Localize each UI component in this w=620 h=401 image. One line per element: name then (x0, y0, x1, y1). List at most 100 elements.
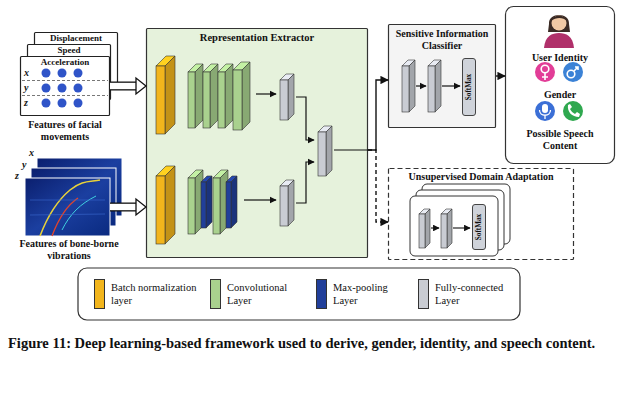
layer-prism (188, 64, 203, 128)
arrow-shaft (110, 82, 136, 91)
axis-label: z (15, 170, 19, 182)
user-icon (551, 16, 567, 21)
user-icon (544, 15, 574, 48)
legend-swatch (210, 279, 221, 309)
legend-entry: Batch normalization layer (94, 279, 203, 311)
spectrogram (62, 196, 96, 230)
layer-prism (428, 60, 441, 112)
feature-dots (74, 99, 83, 108)
layer-prism (441, 214, 447, 248)
layer-wires (416, 85, 426, 86)
speech-icons (535, 101, 555, 121)
layer-prism (226, 176, 237, 228)
domain-cards (453, 227, 470, 228)
layer-prism (409, 60, 415, 112)
gender-icons (535, 62, 555, 82)
spectrogram (40, 180, 100, 236)
feature-dots (58, 69, 67, 78)
legend-swatch (94, 279, 105, 309)
connector (110, 78, 146, 94)
layer-prism (428, 66, 435, 112)
layer-prism (156, 166, 175, 244)
node-label: Possible Speech Content (520, 128, 600, 151)
layer-prism (318, 132, 326, 176)
arrow-shaft (110, 203, 136, 212)
layer-prism (165, 56, 175, 134)
node-label: Acceleration (20, 57, 110, 67)
layer-prism (242, 62, 250, 130)
connector (110, 199, 146, 215)
layer-prism (195, 64, 203, 128)
node-label: Gender (505, 89, 615, 101)
layer-prism (402, 60, 415, 112)
feature-card: AccelerationFeatures of facial movements (20, 56, 110, 116)
layer-prism (280, 186, 288, 226)
layer-prism (213, 178, 220, 234)
layer-prism (280, 74, 294, 120)
axis-label: z (24, 97, 28, 109)
domain-cards (410, 184, 510, 256)
node-shape (21, 57, 110, 116)
node-shape (389, 25, 496, 128)
softmax-layer: SoftMax (462, 58, 476, 116)
arrow-head (136, 199, 146, 215)
layer-prism (419, 209, 430, 248)
node-label: Speed (27, 45, 111, 55)
gender-icons (567, 70, 575, 78)
feature-dots (42, 99, 51, 108)
feature-dots (58, 84, 67, 93)
spectrogram (52, 198, 78, 236)
user-icon (548, 15, 570, 32)
node-label: Unsupervised Domain Adaptation (390, 171, 572, 183)
arrow-shaft (110, 83, 136, 89)
layer-prism (156, 66, 165, 134)
connector (496, 76, 505, 77)
layer-prism (280, 180, 294, 226)
layer-prism (156, 56, 175, 134)
connector-line (368, 150, 388, 222)
adaptation-box: Unsupervised Domain AdaptationSoftMax (388, 168, 574, 260)
layer-prism (188, 178, 195, 234)
gender-icons (563, 62, 583, 82)
node-label: Sensitive Information Classifier (390, 28, 494, 51)
legend-label: Max-pooling Layer (333, 282, 405, 307)
input-caption: Features of facial movements (10, 119, 120, 142)
connector (368, 80, 388, 150)
legend-label: Fully-connected Layer (435, 282, 523, 307)
gender-icons (542, 73, 548, 80)
node-shape (389, 169, 574, 260)
feature-dots (74, 84, 83, 93)
speech-icons (563, 101, 583, 121)
axis-label: y (24, 82, 28, 94)
layer-prism (447, 209, 452, 248)
layer-prism (201, 176, 212, 228)
layer-prism (218, 64, 233, 128)
node-shape (506, 7, 615, 164)
layer-prism (156, 176, 165, 244)
layer-prism (188, 72, 195, 128)
softmax-layer: SoftMax (472, 204, 486, 250)
axis-label: x (29, 147, 34, 159)
feature-dots (22, 95, 108, 96)
axis-label: y (22, 159, 26, 171)
layer-prism (201, 182, 206, 228)
layer-prism (280, 80, 288, 120)
layer-prism (441, 209, 452, 248)
feature-card: Speed (27, 44, 111, 100)
speech-icons (540, 110, 551, 119)
legend-entry: Convolutional Layer (210, 279, 301, 311)
legend-entry: Fully-connected Layer (418, 279, 523, 311)
connector-line (368, 80, 388, 150)
layer-wires (296, 162, 314, 203)
feature-dots (42, 69, 51, 78)
layer-prism (203, 64, 218, 128)
layer-prism (218, 72, 225, 128)
layer-label: SoftMax (465, 58, 473, 116)
feature-dots (58, 99, 67, 108)
layer-wires (334, 149, 368, 150)
spectrogram (25, 158, 122, 236)
layer-wires (256, 93, 276, 94)
layer-prism (165, 166, 175, 244)
layer-prism (318, 126, 332, 176)
layer-prism (226, 182, 231, 228)
